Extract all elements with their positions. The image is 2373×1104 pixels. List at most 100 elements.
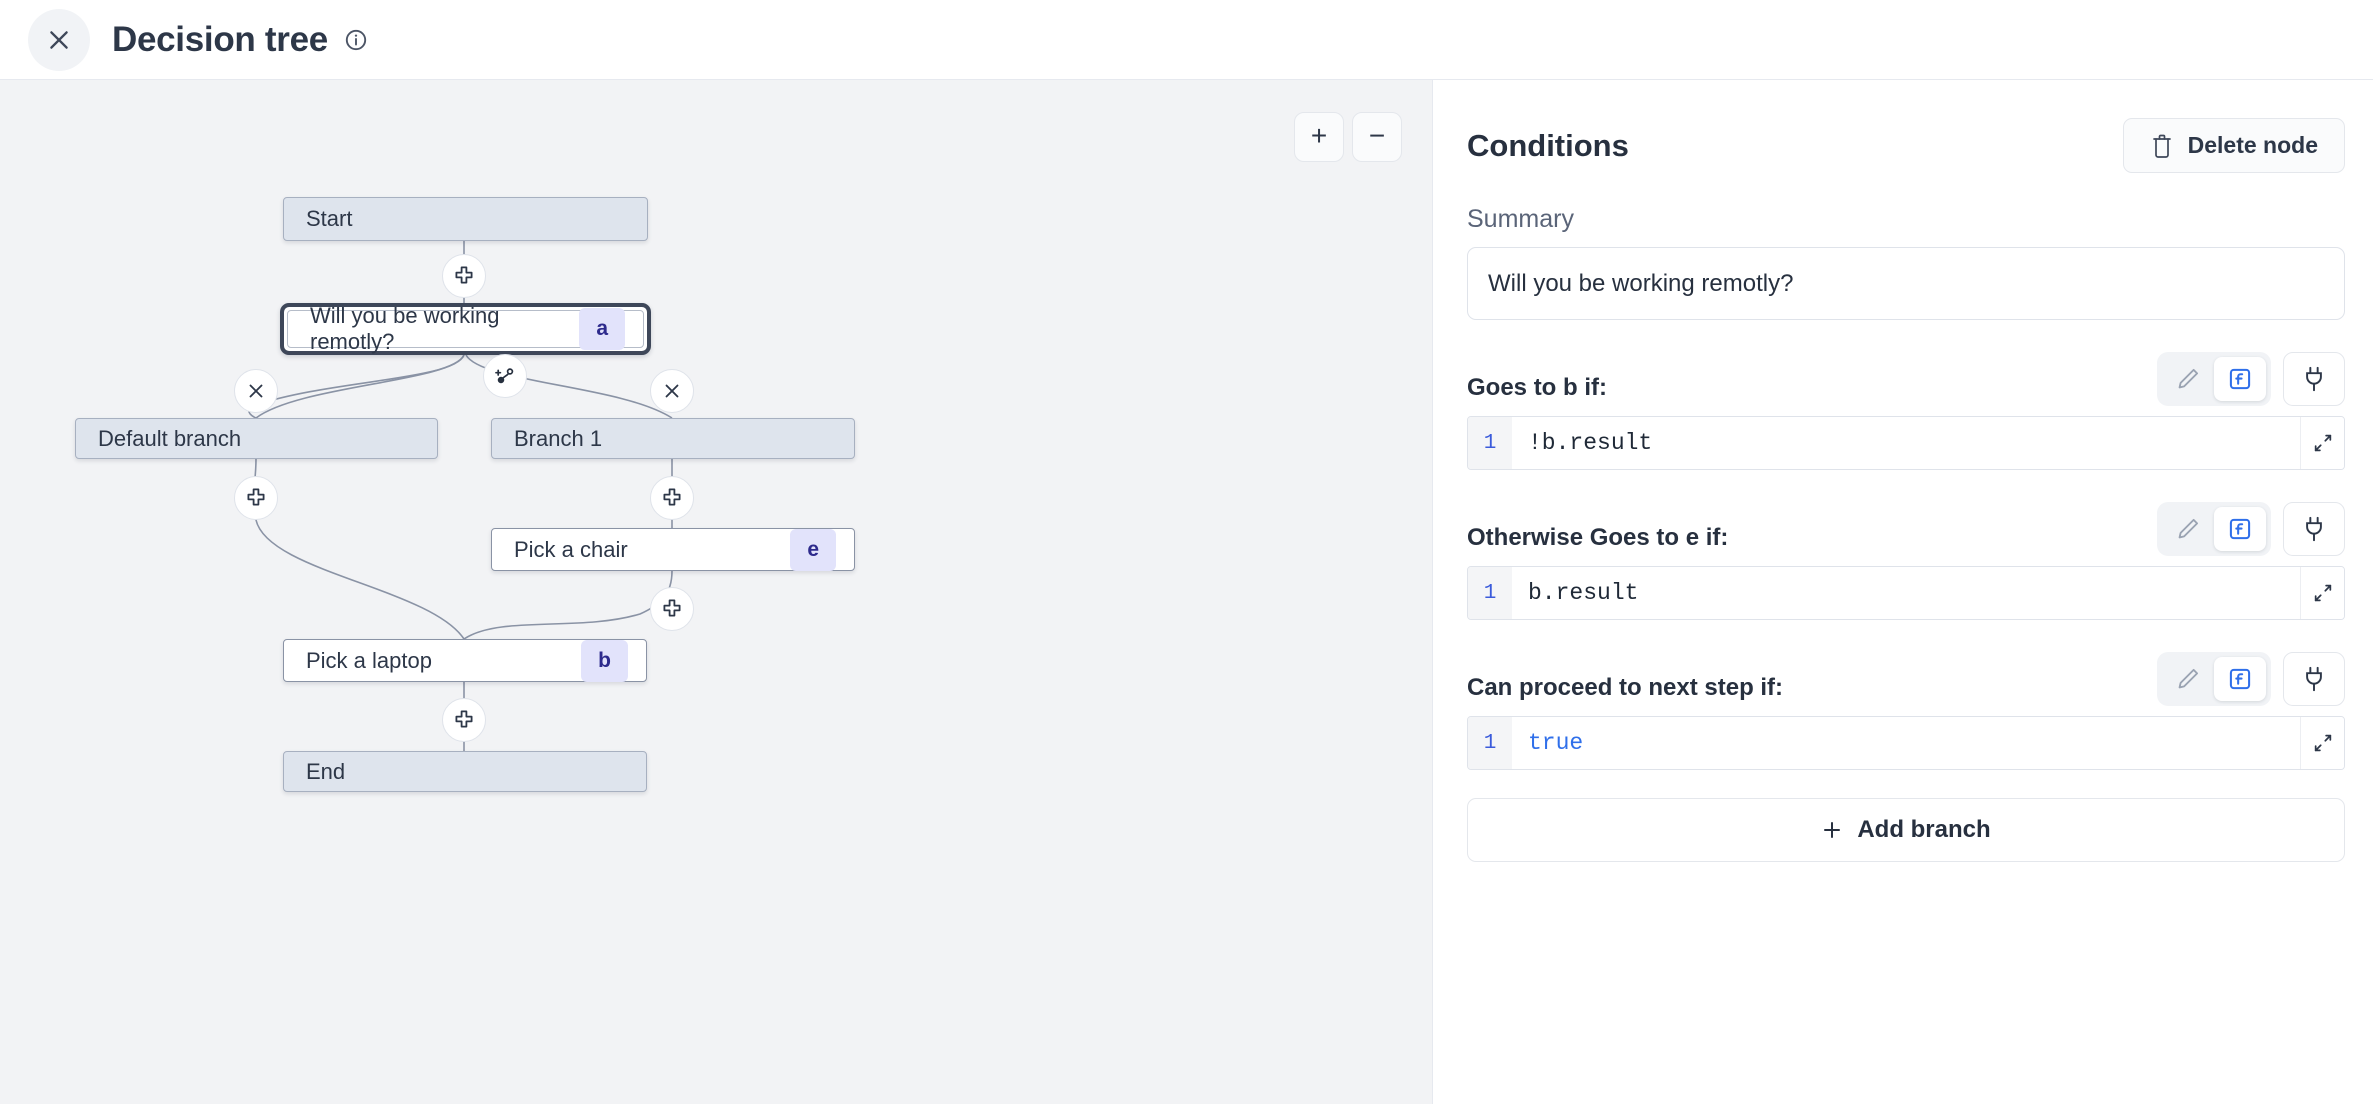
flow-node-label: Pick a laptop — [306, 647, 432, 673]
connection-button[interactable] — [2283, 352, 2345, 406]
flow-canvas[interactable]: + − — [0, 80, 1433, 1104]
flow-node-question[interactable]: Will you be working remotly? a — [287, 303, 644, 354]
condition-block: Goes to b if:1!b.result — [1467, 350, 2345, 470]
editor-body: + − — [0, 80, 2373, 1104]
h-default-laptop[interactable] — [234, 476, 278, 520]
h-laptop-end[interactable] — [442, 698, 486, 742]
edge-question-default — [248, 354, 465, 419]
panel-header: Conditions Delete node — [1467, 118, 2345, 173]
condition-code-value[interactable]: true — [1528, 730, 1584, 756]
editor-mode-toggle — [2157, 502, 2271, 556]
info-icon[interactable] — [344, 28, 368, 52]
zoom-in-button[interactable]: + — [1294, 112, 1344, 162]
connection-button[interactable] — [2283, 502, 2345, 556]
h-branch-add[interactable] — [483, 354, 527, 398]
condition-actions — [2157, 502, 2345, 556]
flow-node-laptop[interactable]: Pick a laptop b — [283, 639, 647, 682]
flow-node-label: Start — [306, 206, 353, 231]
editor-mode-toggle — [2157, 352, 2271, 406]
condition-label: Can proceed to next step if: — [1467, 674, 1784, 701]
plus-icon — [663, 599, 681, 617]
pencil-mode-button[interactable] — [2162, 657, 2214, 701]
condition-header: Can proceed to next step if: — [1467, 650, 2345, 706]
condition-code-editor[interactable]: 1 b.result — [1467, 566, 2345, 620]
code-line-number: 1 — [1468, 717, 1512, 769]
plus-icon — [455, 710, 473, 728]
pencil-mode-button[interactable] — [2162, 507, 2214, 551]
add-branch-icon — [495, 368, 514, 384]
expand-editor-button[interactable] — [2300, 417, 2344, 469]
pencil-icon — [2178, 518, 2199, 539]
plus-icon — [663, 488, 681, 506]
expand-icon — [2314, 734, 2331, 752]
panel-title: Conditions — [1467, 127, 1629, 163]
flow-node-start[interactable]: Start — [283, 197, 648, 241]
edge-chair-laptop — [463, 570, 673, 640]
condition-actions — [2157, 652, 2345, 706]
close-button[interactable] — [28, 8, 90, 71]
summary-field-group: Summary — [1467, 205, 2345, 320]
condition-code-value[interactable]: !b.result — [1528, 430, 1653, 456]
condition-code-editor[interactable]: 1 !b.result — [1467, 416, 2345, 470]
plug-icon — [2306, 666, 2322, 692]
function-mode-button[interactable] — [2214, 357, 2266, 401]
plug-icon — [2306, 366, 2322, 392]
flow-node-label: Pick a chair — [514, 536, 628, 562]
expand-icon — [2314, 584, 2331, 602]
h-chair-laptop[interactable] — [650, 587, 694, 631]
add-branch-button[interactable]: Add branch — [1467, 798, 2345, 862]
plug-icon — [2306, 516, 2322, 542]
flow-node-label: Default branch — [98, 425, 242, 451]
condition-block: Can proceed to next step if: 1 true — [1467, 650, 2345, 770]
delete-node-label: Delete node — [2187, 132, 2318, 158]
code-line-number: 1 — [1468, 567, 1512, 619]
plus-icon — [455, 266, 473, 284]
condition-actions — [2157, 352, 2345, 406]
pencil-mode-button[interactable] — [2162, 357, 2214, 401]
trash-icon — [2152, 134, 2171, 158]
flow-node-end[interactable]: End — [283, 751, 647, 792]
flow-node-label: Will you be working remotly? — [310, 303, 500, 354]
flow-node-selected-question[interactable]: Will you be working remotly? a — [280, 303, 651, 355]
function-icon — [2229, 668, 2251, 690]
flow-node-badge: a — [579, 308, 625, 350]
conditions-panel: Conditions Delete node Summary Goes to b… — [1433, 80, 2373, 1104]
expand-editor-button[interactable] — [2300, 567, 2344, 619]
function-mode-button[interactable] — [2214, 507, 2266, 551]
expand-icon — [2314, 434, 2331, 452]
function-mode-button[interactable] — [2214, 657, 2266, 701]
edge-question-default-2 — [255, 354, 465, 419]
flow-node-branch1[interactable]: Branch 1 — [491, 418, 855, 459]
condition-block: Otherwise Goes to e if: 1 b.result — [1467, 500, 2345, 620]
condition-code-value[interactable]: b.result — [1528, 580, 1639, 606]
pencil-icon — [2178, 368, 2199, 389]
edge-default-laptop — [252, 458, 465, 640]
zoom-controls: + − — [1294, 112, 1402, 162]
code-line-number: 1 — [1468, 417, 1512, 469]
h-start-question[interactable] — [442, 254, 486, 298]
close-icon — [249, 384, 263, 398]
summary-input[interactable] — [1467, 247, 2345, 320]
flow-node-badge: b — [581, 639, 628, 682]
flow-node-default[interactable]: Default branch — [75, 418, 438, 459]
plus-icon — [1824, 822, 1841, 838]
connection-button[interactable] — [2283, 652, 2345, 706]
h-remove-default[interactable] — [234, 369, 278, 413]
flow-node-label: Branch 1 — [514, 425, 603, 451]
condition-label: Otherwise Goes to e if: — [1467, 524, 1729, 551]
delete-node-button[interactable]: Delete node — [2122, 118, 2345, 173]
close-icon — [665, 384, 679, 398]
expand-editor-button[interactable] — [2300, 717, 2344, 769]
flow-node-label: End — [306, 758, 346, 784]
condition-code-editor[interactable]: 1 true — [1467, 716, 2345, 770]
page-title: Decision tree — [112, 19, 328, 59]
add-branch-label: Add branch — [1857, 816, 1991, 843]
h-branch1-chair[interactable] — [650, 476, 694, 520]
pencil-icon — [2178, 668, 2199, 689]
app-header: Decision tree — [0, 0, 2373, 80]
h-remove-branch1[interactable] — [650, 369, 694, 413]
zoom-out-button[interactable]: − — [1352, 112, 1402, 162]
